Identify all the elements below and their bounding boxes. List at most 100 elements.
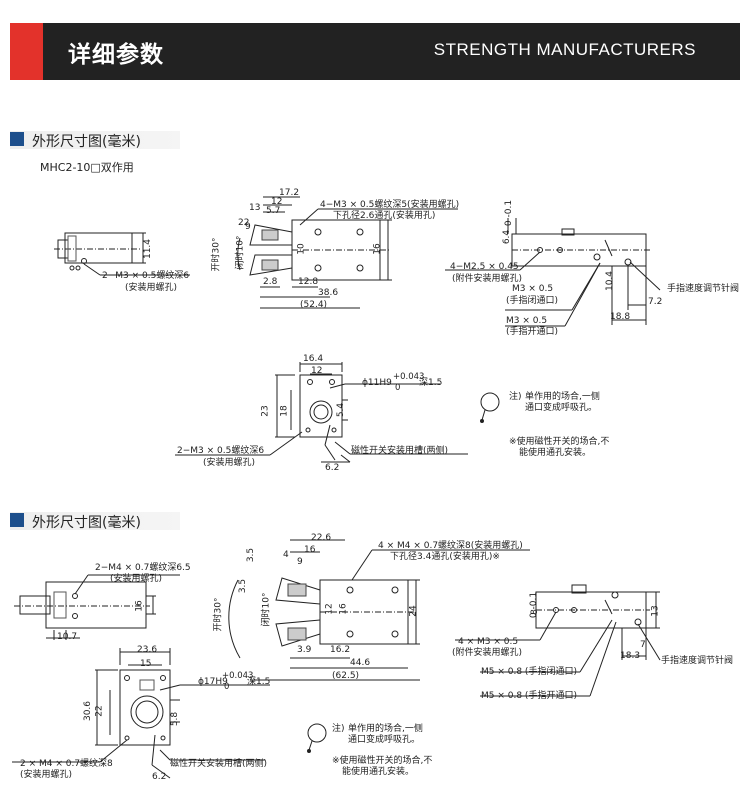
s1-thread-side-note: (附件安装用螺孔) (452, 274, 523, 284)
s1-note-label: 注) (509, 392, 522, 402)
s1-dim-10-4: 10.4 (605, 270, 616, 292)
s2-dim-16c: 16 (338, 603, 349, 615)
s2-hole-top: 下孔径3.4通孔(安装用孔)※ (390, 552, 500, 562)
s1-left-view (54, 233, 190, 275)
s2-dim-7: 7 (640, 640, 646, 650)
s1-dim-5-7: 5.7 (266, 206, 281, 216)
s2-close-angle: 闭时10° (261, 592, 272, 627)
s1-bore-tol-up: +0.043 (393, 372, 425, 382)
s1-close-angle: 闭时10° (235, 235, 246, 270)
s2-speed-valve: 手指速度调节针阀 (661, 656, 734, 666)
s1-port-open-note: (手指开通口) (506, 327, 559, 337)
s1-bore-depth: 深1.5 (419, 378, 443, 388)
s2-left-view (14, 575, 180, 640)
s1-dim-7-2: 7.2 (648, 297, 663, 307)
s1-port-open: M3 × 0.5 (506, 316, 548, 326)
s1-dim-16-4: 16.4 (303, 354, 324, 364)
s2-thread-side-note: (附件安装用螺孔) (452, 648, 523, 658)
s2-note2-line1: ※使用磁性开关的场合,不 (332, 756, 433, 766)
s2-dim-13: 13 (650, 605, 661, 617)
s1-side-view (445, 218, 660, 326)
s1-dim-17-2: 17.2 (279, 188, 300, 198)
s2-dim-44-6: 44.6 (350, 658, 371, 668)
s1-thread-left-note: (安装用螺孔) (125, 283, 178, 293)
s2-dim-24: 24 (408, 605, 419, 617)
s2-front-view (12, 648, 270, 778)
s2-bore-tol-up: +0.043 (222, 671, 254, 681)
s1-hole-top: 下孔径2.6通孔(安装用孔) (333, 211, 436, 221)
s1-dim-12: 12 (271, 197, 283, 207)
s2-dim-16-2: 16.2 (330, 645, 351, 655)
s2-side-view (455, 585, 660, 696)
s1-dim-11-4: 11.4 (143, 238, 154, 260)
s1-thread-top: 4−M3 × 0.5螺纹深5(安装用螺孔) (320, 200, 460, 210)
s2-dim-30-6: 30.6 (83, 700, 94, 722)
s1-sensor-groove: 磁性开关安装用槽(两侧) (351, 446, 449, 456)
s1-bottom-thread: 2−M3 × 0.5螺纹深6 (177, 446, 265, 456)
s2-sensor-groove: 磁性开关安装用槽(两侧) (170, 759, 268, 769)
s1-dim-12b: 12 (311, 366, 323, 376)
s2-note-icon (308, 724, 327, 753)
s1-main-view (238, 197, 458, 308)
s2-bore: ϕ17H9 (198, 677, 228, 687)
s1-note2-line2: 能使用通孔安装。 (519, 448, 592, 458)
s1-thread-side: 4−M2.5 × 0.45 (450, 262, 519, 272)
header-bar: 详细参数 STRENGTH MANUFACTURERS (10, 23, 740, 80)
s2-dim-15: 15 (140, 659, 152, 669)
section2-marker (10, 513, 24, 527)
s1-speed-valve: 手指速度调节针阀 (667, 284, 740, 294)
s2-port-close: M5 × 0.8 (手指闭通口) (481, 667, 577, 677)
s1-dim-2-8: 2.8 (263, 277, 278, 287)
s2-dim-16: 16 (134, 600, 145, 612)
section2-heading: 外形尺寸图(毫米) (10, 512, 180, 531)
s2-dim-22-6: 22.6 (311, 533, 332, 543)
s1-dim-52-4: (52.4) (300, 300, 328, 310)
s2-port-open: M5 × 0.8 (手指开通口) (481, 691, 577, 701)
s2-note2-line2: 能使用通孔安装。 (342, 767, 415, 777)
s2-bottom-thread: 2 × M4 × 0.7螺纹深8 (20, 759, 113, 769)
s1-note-icon (481, 393, 500, 423)
s2-dim-3-5b: 3.5 (238, 578, 249, 594)
s2-bore-depth: 深1.5 (247, 677, 271, 687)
s1-note1-line1: 单作用的场合,一侧 (525, 392, 600, 402)
s1-dim-10: 10 (296, 243, 307, 255)
s2-dim-4: 4 (283, 550, 289, 560)
s2-dim-6-2: 6.2 (152, 772, 167, 782)
s1-dim-38-6: 38.6 (318, 288, 339, 298)
s2-dim-9b: 9 (297, 557, 303, 567)
section1-heading: 外形尺寸图(毫米) (10, 131, 180, 150)
s1-dim-5-4: 5.4 (336, 402, 347, 418)
s2-dim-8: 8 (529, 609, 540, 615)
s2-main-view (229, 540, 530, 680)
s2-bottom-thread-note: (安装用螺孔) (20, 770, 73, 780)
s1-dim-12-8: 12.8 (298, 277, 319, 287)
s2-note-label: 注) (332, 724, 345, 734)
s1-dim-22: 22 (238, 218, 250, 228)
s2-dim-3-5a: 3.5 (246, 547, 257, 563)
s2-note1-line2: 通口变成呼吸孔。 (348, 735, 421, 745)
s2-thread-left: 2−M4 × 0.7螺纹深6.5 (95, 563, 191, 573)
s1-bottom-thread-note: (安装用螺孔) (203, 458, 256, 468)
header-brand: STRENGTH MANUFACTURERS (433, 40, 696, 59)
s2-dim-23-6: 23.6 (137, 645, 158, 655)
s1-note2-line1: ※使用磁性开关的场合,不 (509, 437, 610, 447)
s2-dim-16b: 16 (304, 545, 316, 555)
s2-dim-10-7: 10.7 (57, 632, 78, 642)
header-accent (10, 23, 43, 80)
s1-note1-line2: 通口变成呼吸孔。 (525, 403, 598, 413)
s2-dim-62-5: (62.5) (332, 671, 360, 681)
s2-note1-line1: 单作用的场合,一侧 (348, 724, 423, 734)
s1-dim-6-2: 6.2 (325, 463, 340, 473)
s2-thread-side: 4 × M3 × 0.5 (458, 637, 519, 647)
s2-dim-12: 12 (324, 603, 335, 615)
s1-open-angle: 开时30° (211, 237, 222, 272)
s1-bore-tol-low: 0 (395, 383, 401, 393)
s1-tol-6-4: 0 -0.1 (504, 199, 515, 227)
s2-dim-5-8: 5.8 (170, 711, 181, 727)
s1-dim-23: 23 (260, 405, 271, 417)
s2-open-angle: 开时30° (213, 597, 224, 632)
s1-dim-18-8: 18.8 (610, 312, 631, 322)
s2-bore-tol-low: 0 (224, 682, 230, 692)
s1-dim-6-4: 6.4 (502, 229, 513, 245)
